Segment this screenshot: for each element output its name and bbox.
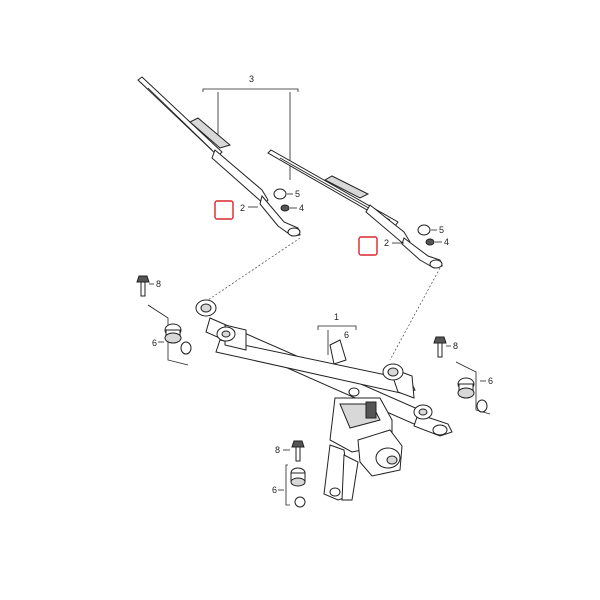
label-6-center: 6 — [344, 330, 349, 340]
highlight-box-left[interactable] — [214, 200, 234, 220]
label-8-bottom: 8 — [275, 445, 280, 455]
wiper-motor — [323, 397, 403, 501]
label-5-left: 5 — [295, 189, 300, 199]
label-4-left: 4 — [299, 203, 304, 213]
label-8-left: 8 — [156, 279, 161, 289]
label-8-right: 8 — [453, 341, 458, 351]
label-5-right: 5 — [439, 225, 444, 235]
alignment-lines — [207, 237, 441, 361]
cap-nut-left: 5 4 2 — [240, 188, 304, 213]
highlight-box-right[interactable] — [358, 236, 378, 256]
label-3: 3 — [249, 74, 254, 84]
label-6-left: 6 — [152, 338, 157, 348]
label-2-left: 2 — [240, 203, 245, 213]
label-6-bottom: 6 — [272, 485, 277, 495]
label-2-right: 2 — [384, 238, 389, 248]
label-1: 1 — [334, 312, 339, 322]
mount-left: 8 6 — [136, 275, 192, 366]
label-6-right: 6 — [488, 376, 493, 386]
wiper-arm-left — [137, 76, 301, 237]
linkage-frame — [205, 317, 453, 437]
cap-nut-right: 5 4 2 — [384, 224, 449, 248]
label-4-right: 4 — [444, 237, 449, 247]
bracket-part-3: 3 — [202, 74, 299, 180]
frame-bearings — [195, 299, 433, 420]
mount-right: 8 6 — [433, 336, 493, 415]
mount-bottom: 8 6 — [272, 440, 306, 508]
wiper-arm-right — [267, 149, 443, 269]
bracket-part-1: 1 6 — [317, 312, 357, 355]
